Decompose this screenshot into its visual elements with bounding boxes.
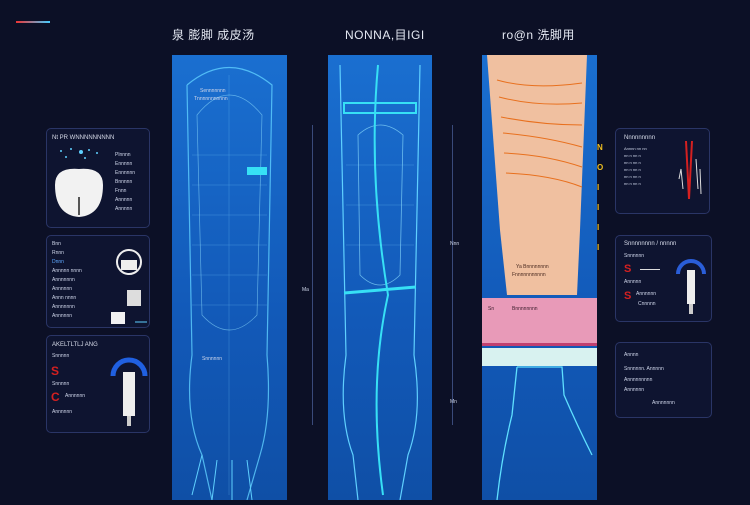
panel-list: Bnn Rnnn Dnnn Annnnn nnnn Annnnnnn Annnn… <box>52 240 82 321</box>
column1-label: Sennnnnnn <box>200 88 226 94</box>
column1-sublabel: Tnnnnnnnnnnn <box>194 96 228 102</box>
probe-device-icon <box>110 357 148 426</box>
skin-sublabel: Fnnnnnnnnnnn <box>512 272 546 278</box>
list-item: Annnnnnn <box>52 304 75 310</box>
axis-label: Nnn <box>450 241 460 247</box>
nerve-signal-icon <box>678 140 702 200</box>
probe-device-icon <box>676 259 706 314</box>
list-item: Annnnnn <box>65 393 86 399</box>
marker: O <box>597 163 604 172</box>
list-item: Bnnnnn <box>115 179 133 185</box>
panel-heading: Snnnnnnnn / nnnnn <box>624 241 677 247</box>
panel-heading: Nnnnnnnnn <box>624 135 656 141</box>
table-row: nn n nn n <box>624 167 641 172</box>
marker: I <box>597 203 600 212</box>
right-panel-3: Annnn Snnnnnn. Annnnn Annnnnnnnn Annnnnn… <box>615 342 712 418</box>
table-row: nn n nn n <box>624 174 641 179</box>
arm-column-skin: Ya Bnnnnnnnn Fnnnnnnnnnnn Sn Bnnnnnnnn <box>482 55 597 501</box>
depth-markers: N O I I I I <box>597 138 609 258</box>
red-glyph-icon: S <box>624 290 632 302</box>
marker: I <box>597 183 600 192</box>
list-item: Snnnnnn. Annnnn <box>624 366 664 372</box>
table-row: Annnn nn nn <box>624 146 647 151</box>
table-row: nn n nn n <box>624 153 641 158</box>
red-c-icon: C <box>51 390 60 404</box>
left-panel-2: Bnn Rnnn Dnnn Annnnn nnnn Annnnnnn Annnn… <box>46 235 150 328</box>
list-item: Annnnnn <box>636 291 657 297</box>
right-panel-1: Nnnnnnnnn Annnn nn nn nn n nn n nn n nn … <box>615 128 710 214</box>
axis-label: Mn <box>450 399 457 405</box>
list-item: Rnnn <box>52 250 64 256</box>
red-s-icon: S <box>51 364 60 378</box>
list-item: Snnnnn <box>52 381 70 387</box>
marker: I <box>597 223 600 232</box>
skin-label: Ya Bnnnnnnnn <box>516 264 549 270</box>
list-item: Annnnn <box>115 206 133 212</box>
panel-heading: Nt PR WNNNNNNNNN <box>52 135 115 141</box>
right-panel-2: Snnnnnnnn / nnnnn Snnnnnn S Annnnn S Ann… <box>615 235 712 322</box>
foot-sole-icon <box>55 148 103 217</box>
left-panel-3: AKELTLTLJ ANG Snnnnn S Snnnnn C Annnnnn … <box>46 335 150 433</box>
list-item: Annnnn <box>624 279 642 285</box>
list-item: Cnnnnn <box>638 301 656 307</box>
column-title-3: ro@n 洗脚用 <box>502 28 575 42</box>
arm-column-muscle <box>328 55 432 501</box>
data-table: Annnn nn nn nn n nn n nn n nn n nn n nn … <box>624 145 647 187</box>
pointer-line <box>640 269 660 270</box>
marker: I <box>597 243 600 252</box>
left-panel-1: Nt PR WNNNNNNNNN Plnnnn Ennnnn Ennnnnn B… <box>46 128 150 228</box>
panel-heading: Annnn <box>624 352 639 358</box>
divider <box>452 125 453 425</box>
tissue-label: Bnnnnnnnn <box>512 306 538 312</box>
corner-mark <box>16 21 50 23</box>
column-title-2: NONNA,目IGI <box>345 28 425 42</box>
divider <box>312 125 313 425</box>
list-item: Annnnnn <box>624 387 645 393</box>
list-item: Annnnnnn <box>52 277 75 283</box>
list-item: Plnnnn <box>115 152 131 158</box>
list-item: Annnnn nnnn <box>52 268 82 274</box>
list-item: Dnnn <box>52 259 64 265</box>
list-item: Snnnnn <box>52 353 70 359</box>
column-title-1: 泉 膨脚 成皮汤 <box>172 28 255 42</box>
arm-outline-icon <box>186 67 273 501</box>
list-item: Fnnn <box>115 188 127 194</box>
skin-layers-icon <box>482 55 597 501</box>
panel-list: Plnnnn Ennnnn Ennnnnn Bnnnnn Fnnn Annnnn… <box>115 151 135 214</box>
list-item: Snnnnnn <box>624 253 645 259</box>
list-item: Ennnnn <box>115 161 133 167</box>
list-item: Annn nnnn <box>52 295 77 301</box>
panel-heading: AKELTLTLJ ANG <box>52 342 98 348</box>
list-item: Ennnnnn <box>115 170 136 176</box>
list-item: Annnnnnn <box>652 400 675 406</box>
marker: N <box>597 143 603 152</box>
table-row: nn n nn n <box>624 160 641 165</box>
table-row: nn n nn n <box>624 181 641 186</box>
panel-heading: Bnn <box>52 241 61 247</box>
red-glyph-icon: S <box>624 263 632 275</box>
list-item: Annnnnnnnn <box>624 377 653 383</box>
device-diagram-icon <box>111 249 147 324</box>
column1-midlabel: Snnnnnn <box>202 356 223 362</box>
arm-muscle-icon <box>339 64 421 501</box>
axis-label: Ma <box>302 287 309 293</box>
arm-column-xray: Sennnnnnn Tnnnnnnnnnnn Snnnnnn <box>172 55 287 501</box>
tissue-prefix: Sn <box>488 306 495 312</box>
list-item: Annnnn <box>115 197 133 203</box>
list-item: Annnnnn <box>52 313 73 319</box>
list-item: Annnnnn <box>52 286 73 292</box>
list-item: Annnnnn <box>52 409 73 415</box>
